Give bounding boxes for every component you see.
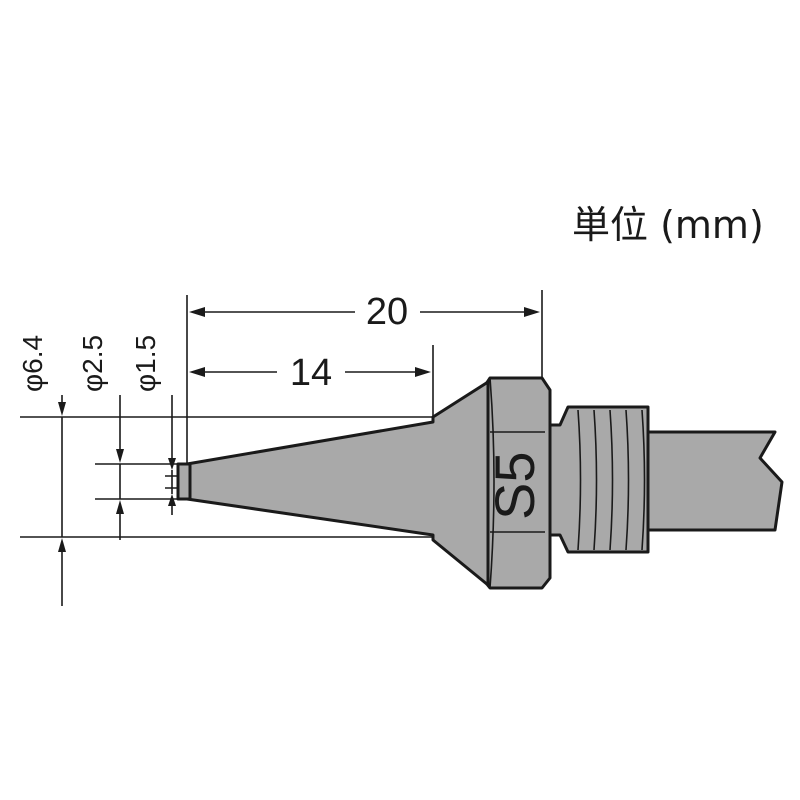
cone-body bbox=[185, 380, 490, 587]
unit-label: 単位 (mm) bbox=[572, 203, 764, 247]
diameter-middle-label: φ2.5 bbox=[77, 335, 108, 392]
shaft bbox=[638, 430, 784, 532]
diameter-middle-dim bbox=[116, 395, 124, 540]
diameter-tip-label: φ1.5 bbox=[130, 335, 161, 392]
dimension-20-label: 20 bbox=[366, 291, 408, 333]
nozzle-tip bbox=[176, 462, 192, 501]
dimension-20: 20 bbox=[189, 291, 540, 333]
dimension-14: 14 bbox=[189, 352, 431, 394]
diameter-outer-label: φ6.4 bbox=[17, 335, 48, 392]
threaded-section bbox=[546, 405, 650, 554]
dimension-14-label: 14 bbox=[290, 352, 332, 394]
diameter-outer-dim bbox=[58, 395, 66, 606]
nozzle-marking: S5 bbox=[483, 452, 546, 521]
